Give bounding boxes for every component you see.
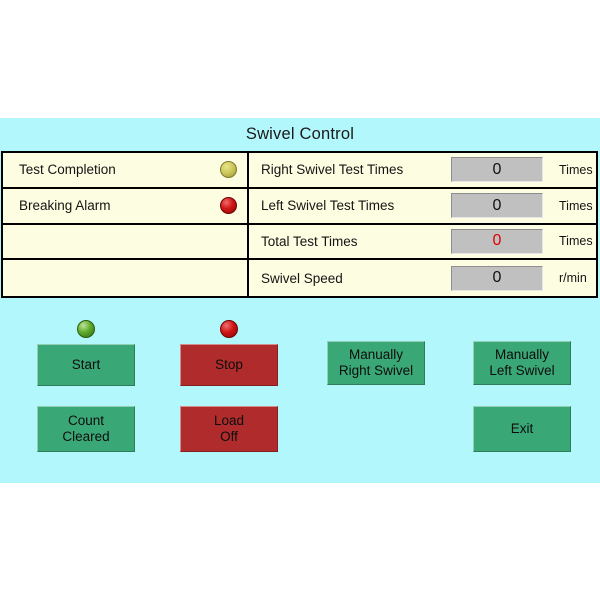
- metric-unit: Times: [559, 198, 593, 213]
- load-off-line1: Load: [213, 412, 245, 428]
- metric-unit: Times: [559, 234, 593, 249]
- start-status-lamp-icon: [77, 320, 95, 338]
- status-cell-test-completion: Test Completion: [3, 153, 249, 187]
- stop-button-label: Stop: [215, 356, 243, 372]
- status-table: Test Completion Right Swivel Test Times …: [1, 151, 598, 298]
- breaking-alarm-lamp-icon: [220, 197, 237, 215]
- status-cell-breaking-alarm: Breaking Alarm: [3, 188, 249, 223]
- metric-label: Left Swivel Test Times: [261, 198, 395, 214]
- metric-value-swivel-speed: 0: [451, 265, 543, 291]
- metric-cell-swivel-speed: Swivel Speed 0 r/min: [249, 260, 596, 296]
- metric-cell-right-swivel-test-times: Right Swivel Test Times 0 Times: [249, 153, 596, 187]
- manually-left-swivel-line2: Left Swivel: [489, 363, 555, 378]
- status-label: Test Completion: [19, 162, 116, 178]
- metric-cell-left-swivel-test-times: Left Swivel Test Times 0 Times: [249, 188, 596, 223]
- status-cell-empty-1: [3, 224, 249, 259]
- table-row: Breaking Alarm Left Swivel Test Times 0 …: [3, 188, 596, 225]
- stop-status-lamp-icon: [220, 320, 238, 338]
- test-completion-lamp-icon: [220, 161, 237, 179]
- metric-unit: r/min: [559, 271, 587, 286]
- table-row: Test Completion Right Swivel Test Times …: [3, 153, 596, 189]
- exit-button[interactable]: Exit: [473, 406, 571, 452]
- metric-label: Swivel Speed: [261, 270, 343, 286]
- metric-label: Total Test Times: [261, 233, 358, 249]
- stop-button[interactable]: Stop: [180, 344, 278, 386]
- manually-right-swivel-line1: Manually: [348, 346, 404, 362]
- manually-left-swivel-line1: Manually: [494, 346, 550, 362]
- count-cleared-line2: Cleared: [62, 429, 110, 444]
- start-button-label: Start: [71, 356, 101, 372]
- table-row: Total Test Times 0 Times: [3, 224, 596, 261]
- metric-unit: Times: [559, 162, 593, 177]
- status-cell-empty-2: [3, 260, 249, 296]
- manually-right-swivel-line2: Right Swivel: [338, 363, 414, 378]
- start-button[interactable]: Start: [37, 344, 135, 386]
- page-title: Swivel Control: [245, 124, 355, 143]
- status-label: Breaking Alarm: [19, 198, 111, 214]
- exit-button-label: Exit: [510, 420, 534, 436]
- metric-label: Right Swivel Test Times: [261, 162, 404, 178]
- table-row: Swivel Speed 0 r/min: [3, 260, 596, 296]
- metric-value-total-test-times: 0: [451, 228, 543, 254]
- metric-cell-total-test-times: Total Test Times 0 Times: [249, 224, 596, 259]
- count-cleared-line1: Count: [67, 412, 105, 428]
- title-bar: Swivel Control: [0, 118, 600, 150]
- load-off-line2: Off: [220, 429, 238, 444]
- metric-value-left-swivel-test-times: 0: [451, 193, 543, 219]
- metric-value-right-swivel-test-times: 0: [451, 157, 543, 183]
- swivel-control-panel: Swivel Control Test Completion Right Swi…: [0, 118, 600, 483]
